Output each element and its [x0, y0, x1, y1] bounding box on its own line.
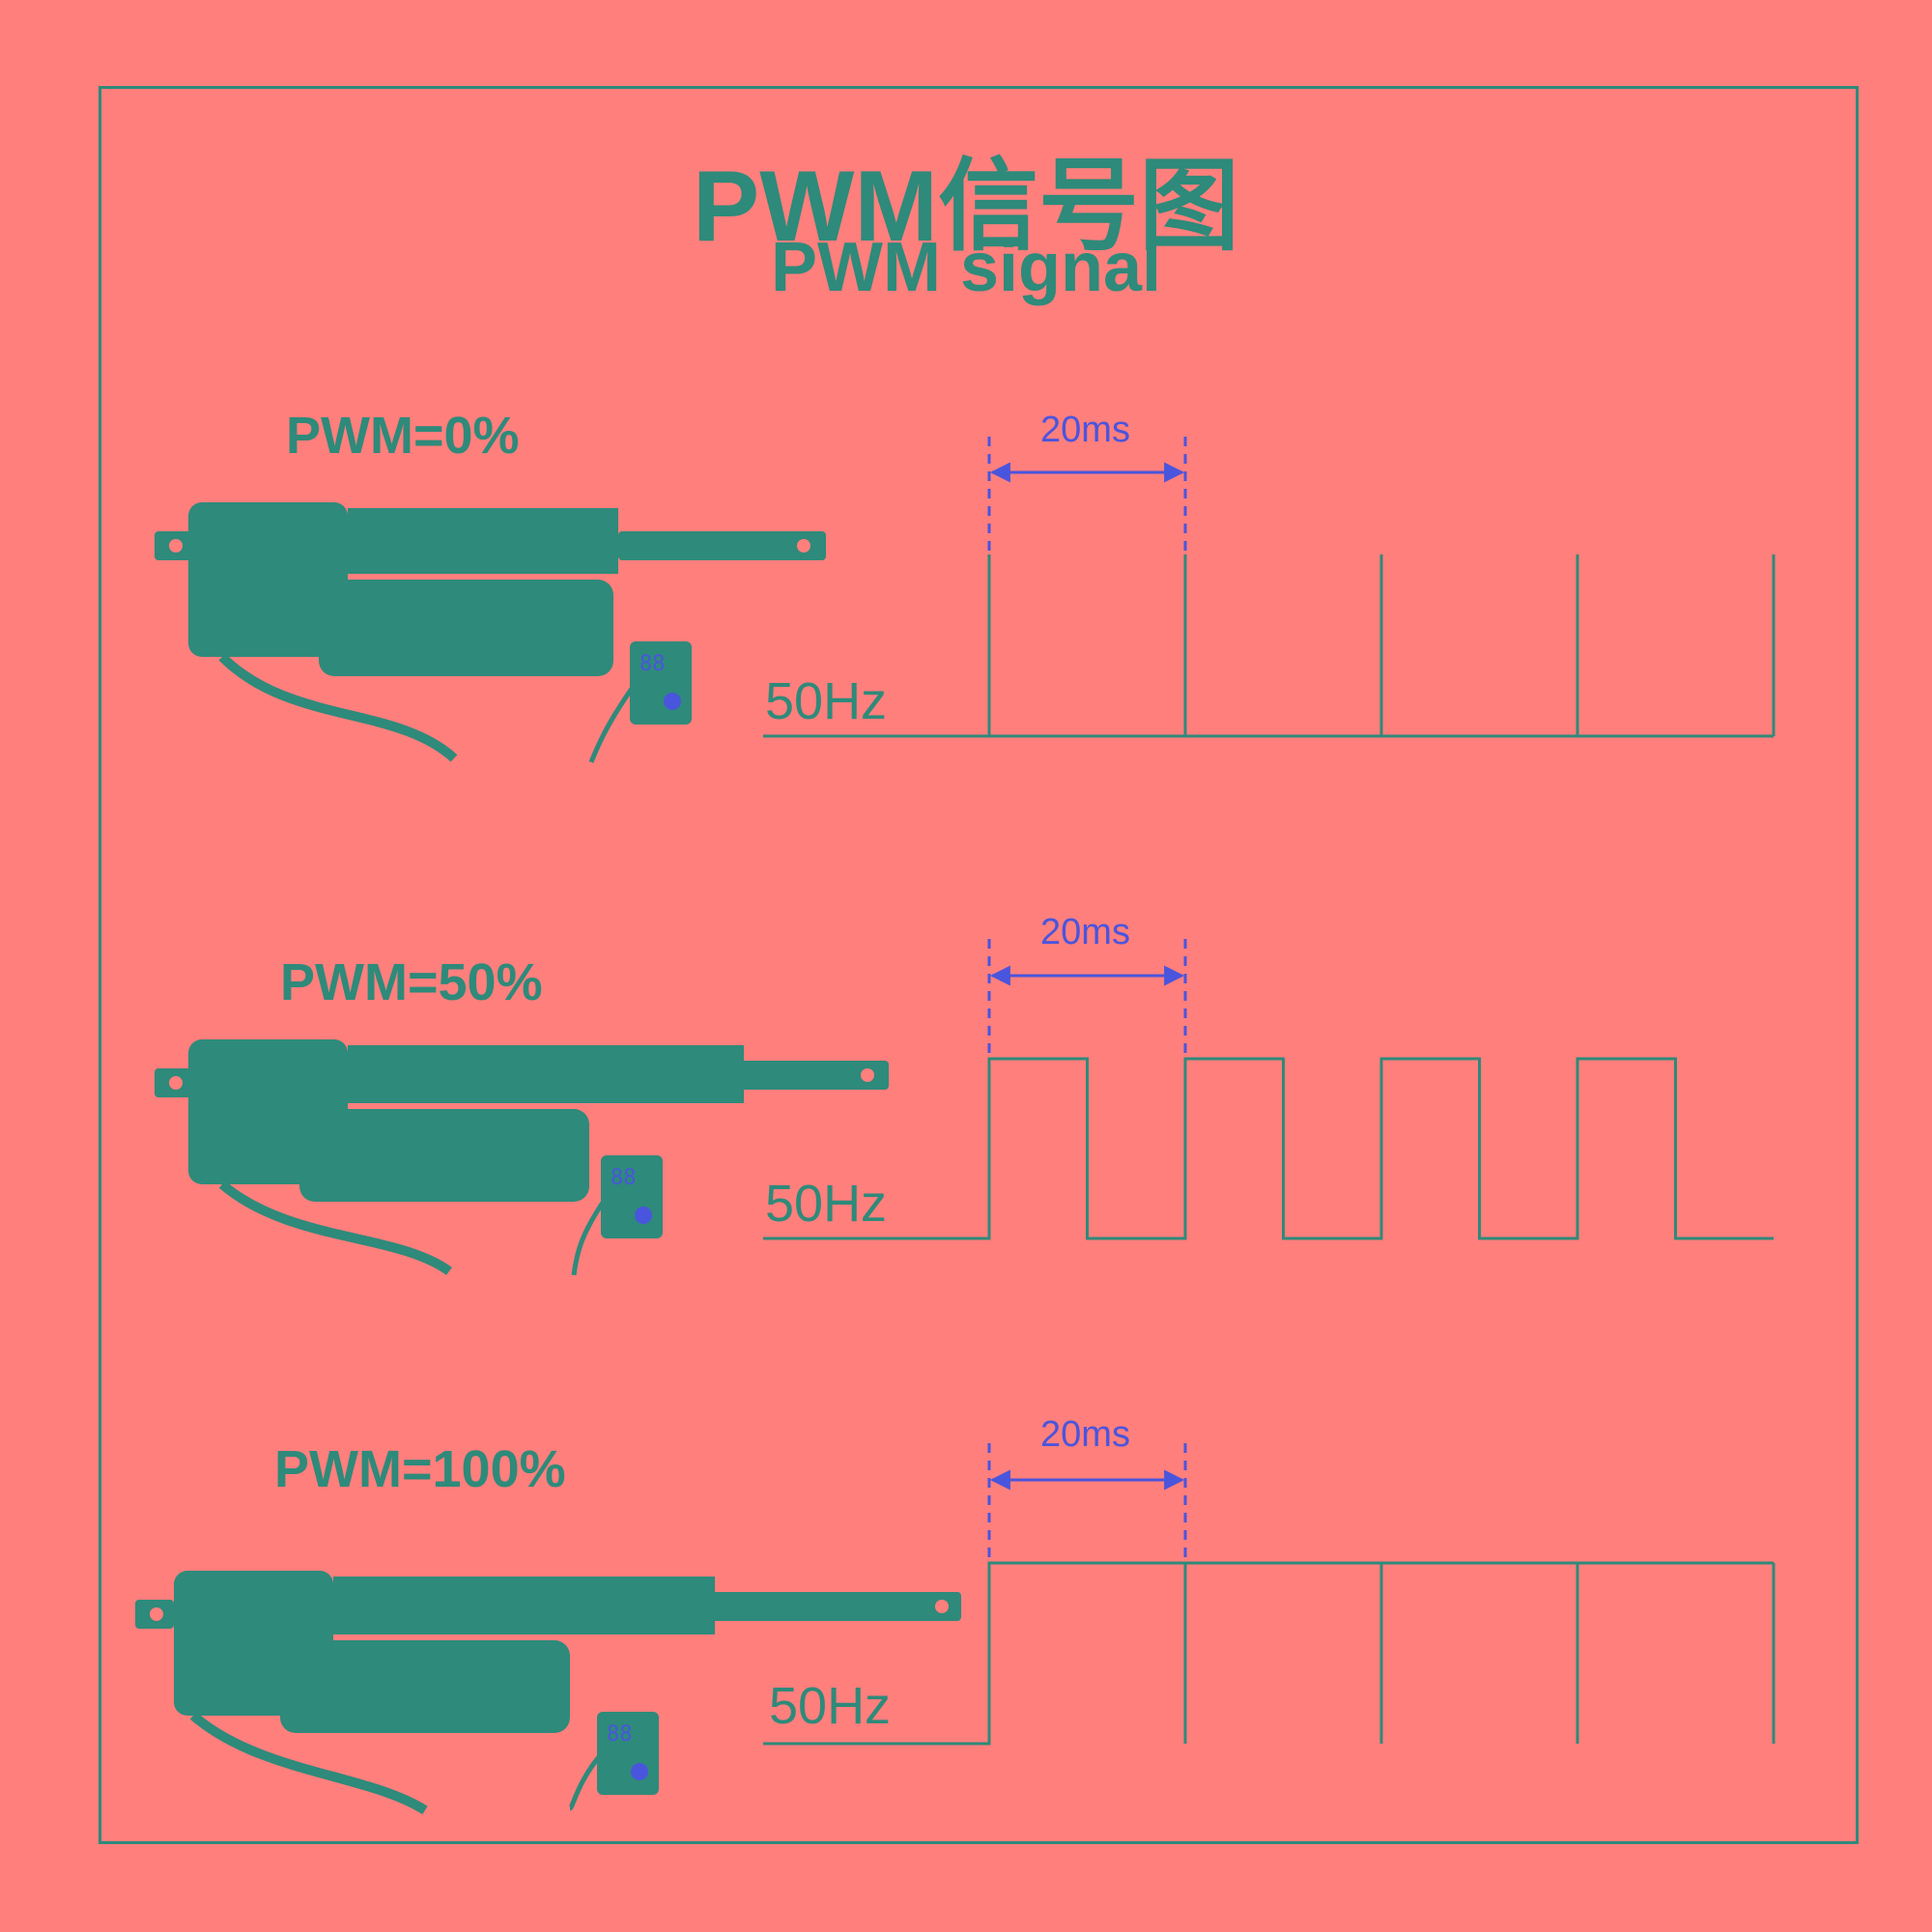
period-marker-1	[987, 939, 1187, 1059]
freq-label-2: 50Hz	[769, 1677, 892, 1735]
freq-label-0: 50Hz	[765, 672, 888, 730]
svg-text:88: 88	[639, 652, 666, 676]
title-chinese: PWM信号图	[692, 151, 1240, 263]
pwm-label-0: PWM=0%	[286, 407, 520, 465]
pwm-waveform-2	[763, 1561, 1776, 1746]
svg-text:88: 88	[611, 1166, 637, 1190]
period-label-1: 20ms	[1040, 912, 1130, 952]
actuator-icon-2	[135, 1571, 961, 1815]
title-english: PWM signal	[770, 229, 1161, 306]
pwm-waveform-0	[763, 554, 1776, 738]
freq-label-1: 50Hz	[765, 1175, 888, 1233]
pwm-waveform-1	[763, 1057, 1774, 1240]
controller-icon-0: 88	[588, 641, 692, 763]
period-marker-2	[987, 1443, 1187, 1563]
period-marker-0	[987, 437, 1187, 554]
controller-icon-1: 88	[571, 1155, 663, 1276]
actuator-icon-0	[155, 502, 826, 762]
diagram-frame	[99, 86, 1859, 1844]
period-label-0: 20ms	[1040, 410, 1130, 450]
period-label-2: 20ms	[1040, 1414, 1130, 1455]
pwm-label-2: PWM=100%	[274, 1440, 566, 1498]
controller-icon-2: 88	[567, 1712, 659, 1811]
actuator-icon-1	[155, 1039, 889, 1276]
pwm-label-1: PWM=50%	[280, 953, 543, 1011]
svg-text:88: 88	[607, 1722, 633, 1747]
